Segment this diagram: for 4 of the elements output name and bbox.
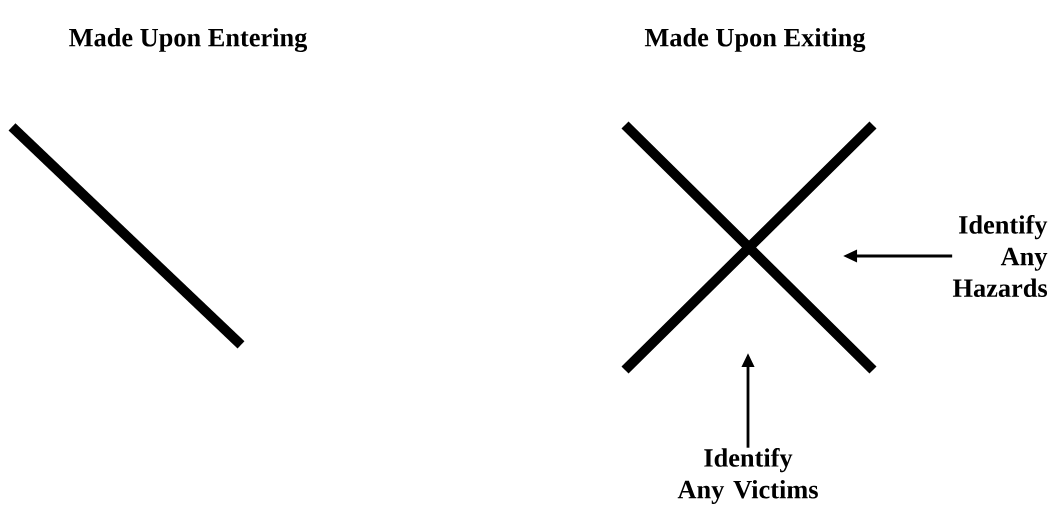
heading: Made Upon Exiting — [644, 27, 866, 53]
callout-text: Identify Any Victims — [677, 448, 818, 504]
heading: Made Upon Entering — [69, 27, 308, 53]
callout-text: Identify Any Hazards — [952, 214, 1048, 297]
